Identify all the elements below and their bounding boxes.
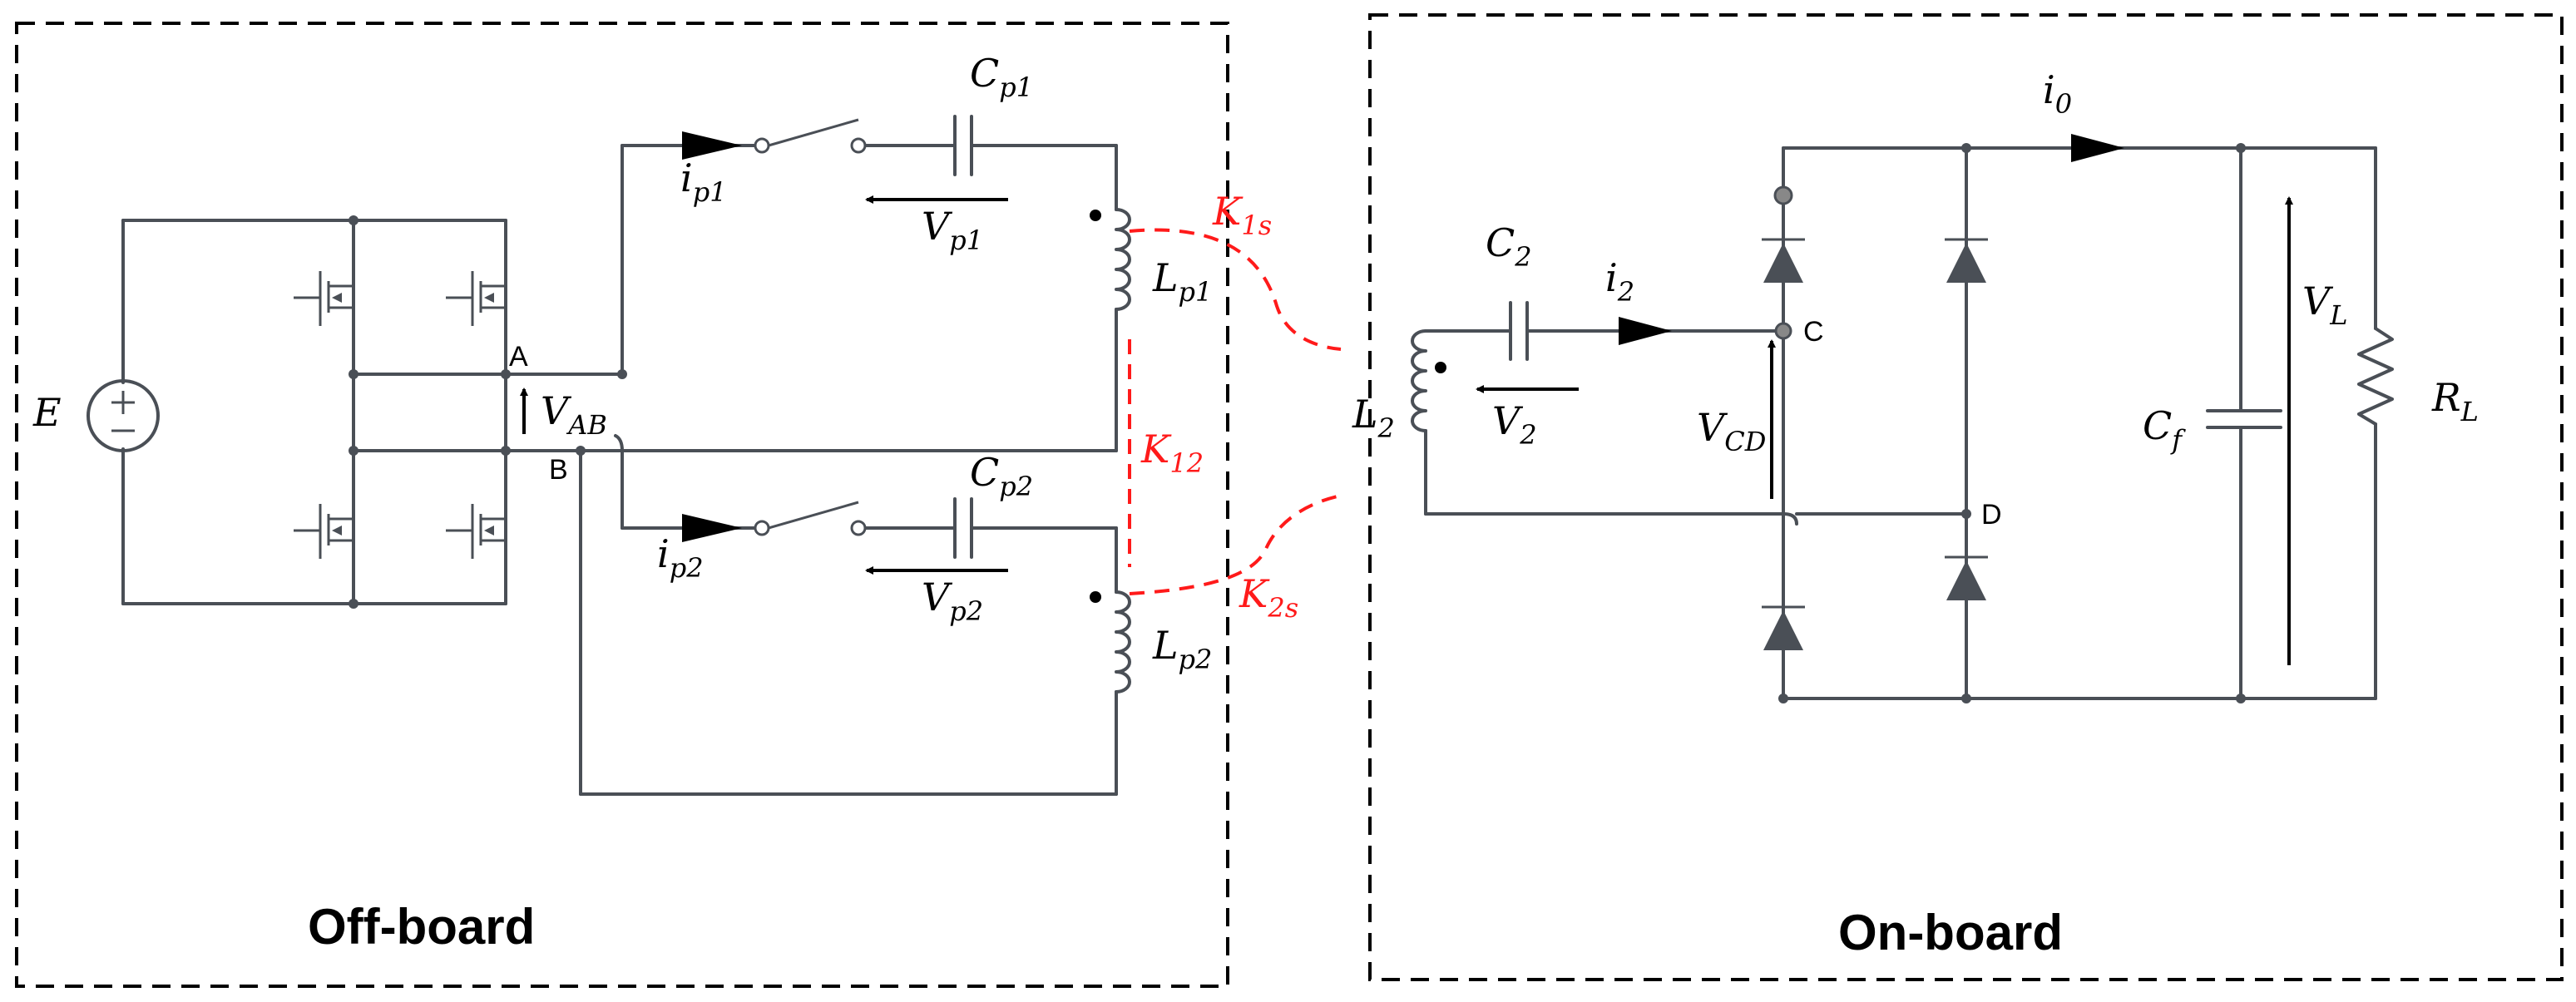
secondary-circuit: [1411, 301, 1798, 526]
label-l2: L2: [1352, 392, 1395, 444]
label-c2: C2: [1486, 220, 1532, 273]
label-vp1: Vp1: [922, 204, 983, 256]
label-ip2: ip2: [657, 531, 704, 584]
label-node-a: A: [509, 341, 528, 373]
label-vcd: VCD: [1697, 405, 1766, 457]
label-cp2: Cp2: [970, 450, 1033, 502]
offboard-frame: [15, 22, 1229, 988]
label-i2: i2: [1605, 255, 1634, 308]
label-lp1: Lp1: [1152, 255, 1212, 308]
label-k12: K12: [1140, 427, 1204, 479]
i0-current-arrow: [2071, 134, 2124, 162]
ip2-current-arrow: [682, 514, 742, 542]
k2s-coupling-line: [1129, 494, 1342, 595]
branch-p1: [604, 115, 1131, 452]
label-k1s: K1s: [1212, 189, 1272, 241]
label-cp1: Cp1: [970, 51, 1033, 103]
label-rl: RL: [2431, 375, 2479, 427]
i2-current-arrow: [1619, 317, 1672, 345]
rectifier-bridge: [1762, 134, 2377, 703]
label-lp2: Lp2: [1152, 623, 1212, 675]
label-i0: i0: [2043, 67, 2072, 120]
label-vl: VL: [2302, 279, 2347, 331]
offboard-title: Off-board: [308, 899, 535, 955]
ip1-current-arrow: [682, 131, 742, 160]
label-node-c: C: [1803, 316, 1824, 348]
label-node-d: D: [1981, 499, 2002, 531]
dc-source: [87, 219, 160, 605]
label-v2: V2: [1492, 398, 1537, 451]
label-e: E: [32, 390, 62, 435]
branch-p2: [576, 434, 1131, 796]
output-stage: [2206, 143, 2394, 703]
h-bridge: [121, 215, 624, 609]
label-ip1: ip1: [680, 155, 727, 208]
onboard-title: On-board: [1838, 905, 2063, 960]
onboard-frame: [1368, 13, 2564, 981]
label-k2s: K2s: [1239, 571, 1298, 624]
label-vp2: Vp2: [922, 575, 983, 627]
label-vab: VAB: [541, 388, 607, 441]
label-cf: Cf: [2143, 403, 2186, 456]
k1s-coupling-line: [1129, 228, 1342, 351]
label-node-b: B: [549, 454, 568, 486]
